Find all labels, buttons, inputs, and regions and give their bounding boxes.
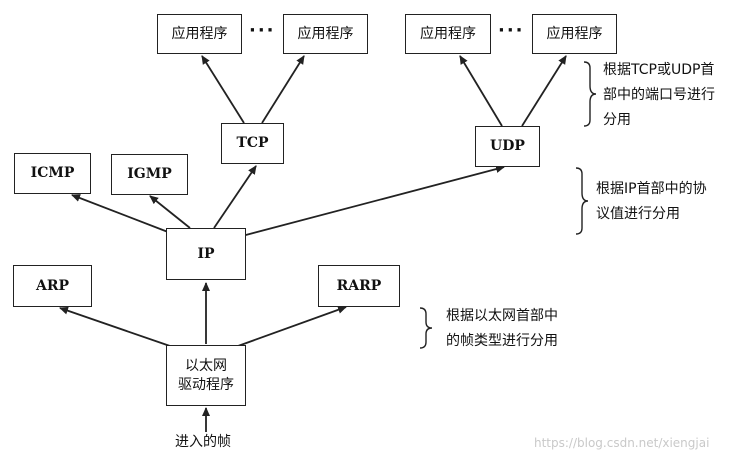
ellipsis-left: ···: [249, 20, 276, 41]
arrow-ip-to-igmp: [149, 195, 191, 229]
icmp-box: ICMP: [14, 153, 91, 194]
brace-frame-type-demux: [419, 307, 433, 349]
arrow-udp-to-app3: [459, 55, 503, 127]
arrow-driver-to-rarp: [237, 305, 347, 347]
application-box-3: 应用程序: [405, 14, 491, 54]
arrow-udp-to-app4: [521, 55, 567, 127]
watermark-url: https://blog.csdn.net/xiengjai: [534, 436, 710, 450]
udp-box: UDP: [475, 126, 540, 167]
arrow-driver-to-arp: [59, 306, 171, 347]
application-box-4: 应用程序: [532, 14, 617, 54]
arrow-tcp-to-app1: [201, 55, 245, 124]
igmp-box: IGMP: [111, 154, 188, 195]
arrow-tcp-to-app2: [261, 55, 305, 124]
incoming-frame-label: 进入的帧: [175, 434, 231, 450]
rarp-box: RARP: [318, 265, 400, 307]
brace-protocol-demux: [575, 167, 589, 235]
application-box-2: 应用程序: [283, 14, 368, 54]
note-protocol-demux: 根据IP首部中的协 议值进行分用: [596, 181, 707, 222]
ellipsis-right: ···: [498, 20, 525, 41]
note-frame-type-demux: 根据以太网首部中 的帧类型进行分用: [446, 308, 558, 349]
note-port-demux: 根据TCP或UDP首 部中的端口号进行 分用: [603, 62, 715, 128]
arrow-ip-to-tcp: [213, 165, 257, 229]
ip-box: IP: [166, 228, 246, 280]
tcp-box: TCP: [221, 123, 284, 164]
application-box-1: 应用程序: [157, 14, 242, 54]
arrow-ip-to-icmp: [71, 194, 169, 233]
ethernet-driver-box: 以太网 驱动程序: [166, 345, 246, 406]
brace-port-demux: [583, 61, 597, 127]
arrow-ip-to-udp: [241, 165, 505, 237]
arp-box: ARP: [13, 265, 92, 307]
